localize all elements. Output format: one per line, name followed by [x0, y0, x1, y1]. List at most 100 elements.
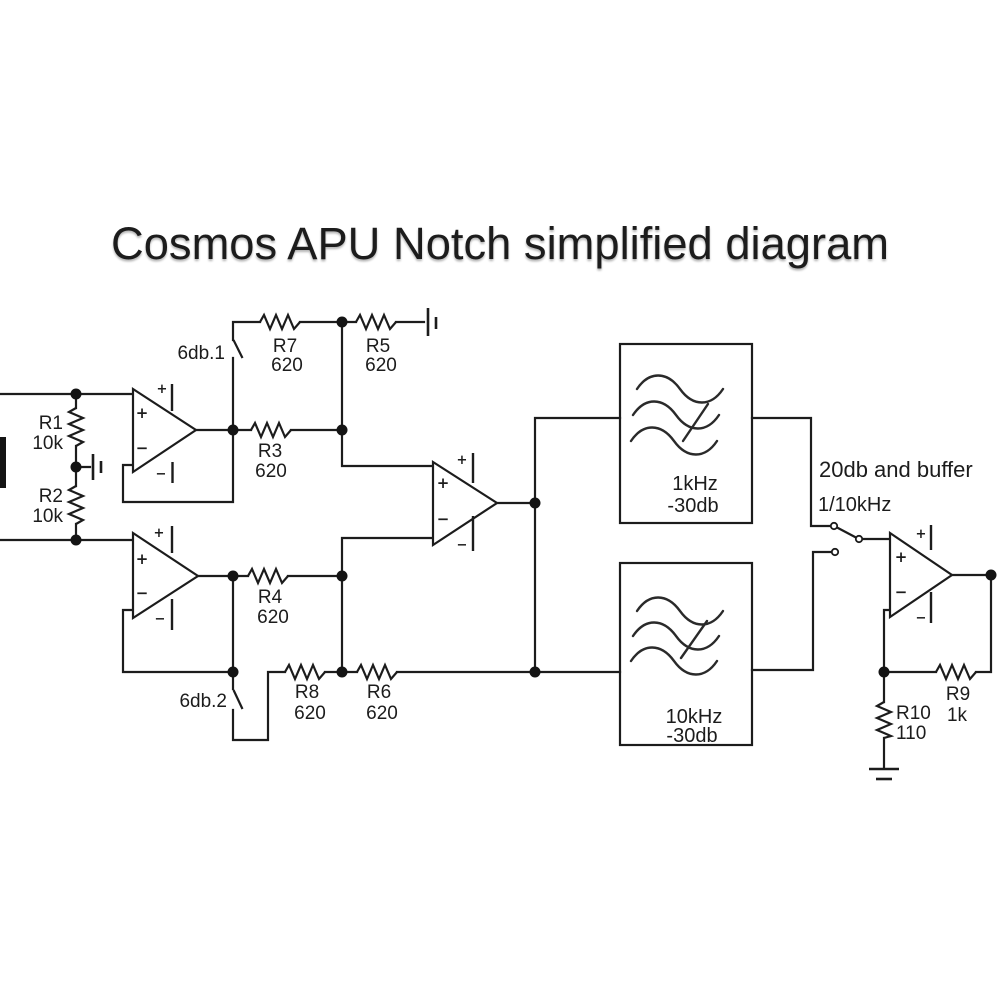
wire-output-stage	[882, 573, 993, 770]
resistor-value-label: 620	[271, 355, 303, 376]
resistor-ref-label: R7	[273, 336, 297, 357]
switch-blade	[836, 526, 857, 539]
filter-attenuation-label: -30db	[667, 495, 718, 517]
opamp-minus-input-mark: −	[437, 510, 450, 528]
junction-dot	[336, 666, 348, 678]
resistor-r3: R3 620	[250, 420, 292, 482]
opamp-plus-input-mark: +	[437, 474, 450, 492]
resistor-ref-label: R8	[295, 682, 319, 703]
opamp-vminus-mark: −	[916, 611, 927, 626]
switch-contact	[830, 547, 840, 557]
wire-top-row	[289, 320, 435, 468]
junction-dot	[985, 569, 997, 581]
switch-blade	[232, 339, 244, 359]
wire-opamp2-feedback	[121, 536, 435, 674]
band-stop-wave-icon	[629, 646, 719, 676]
junction-dot	[70, 388, 82, 400]
opamp-vplus-mark: +	[157, 382, 168, 397]
band-stop-wave-icon	[631, 400, 721, 430]
resistor-r6: R6 620	[356, 662, 398, 724]
junction-dot	[70, 534, 82, 546]
ground-icon	[91, 454, 103, 480]
resistor-ref-label: R5	[366, 336, 390, 357]
resistor-r8: R8 620	[284, 662, 326, 724]
opamp-triangle	[131, 530, 201, 621]
wire-filter-outputs	[750, 416, 892, 672]
filter-freq-label: 10kHz	[666, 706, 723, 728]
resistor-symbol	[935, 662, 977, 682]
band-stop-wave-icon	[635, 596, 725, 626]
junction-dot	[336, 424, 348, 436]
opamp-minus-input-mark: −	[136, 584, 149, 602]
opamp-1: + − + −	[131, 382, 198, 483]
resistor-symbol	[874, 701, 895, 740]
filter-freq-label: 1kHz	[672, 473, 718, 495]
input-connector	[0, 437, 6, 488]
resistor-ref-label: R3	[258, 441, 282, 462]
opamp-triangle	[431, 459, 500, 548]
ground-icon	[426, 308, 438, 336]
opamp-minus-input-mark: −	[136, 439, 149, 457]
filter-1khz: 1kHz -30db	[618, 342, 754, 525]
switch-contact	[829, 521, 839, 531]
resistor-ref-label: R10	[896, 703, 931, 724]
opamp-triangle	[131, 386, 198, 475]
opamp-2: + − + −	[131, 526, 201, 630]
opamp-vplus-mark: +	[457, 453, 468, 468]
junction-dot	[878, 666, 890, 678]
resistor-value-label: 10k	[32, 506, 63, 527]
resistor-symbol	[259, 312, 301, 332]
opamp-buffer: + − + −	[888, 525, 954, 626]
resistor-value-label: 110	[896, 723, 926, 744]
resistor-symbol	[250, 420, 292, 440]
wire-opamp1-feedback	[121, 320, 262, 504]
opamp-plus-input-mark: +	[136, 550, 149, 568]
filter-10khz: 10kHz -30db	[618, 561, 754, 747]
junction-dot	[336, 570, 348, 582]
resistor-r4: R4 620	[247, 566, 289, 628]
resistor-symbol	[247, 566, 289, 586]
wire-bottom-row	[231, 670, 622, 742]
opamp-3: + − + −	[431, 453, 500, 553]
opamp-vminus-mark: −	[457, 538, 468, 553]
junction-dots	[70, 316, 997, 678]
wire-mid-output	[495, 416, 622, 674]
filter-box	[618, 561, 754, 747]
resistor-r10: R10 110	[874, 701, 931, 744]
notch-slash-icon	[681, 402, 710, 443]
switch-label: 6db.1	[177, 343, 225, 364]
resistor-value-label: 620	[365, 355, 397, 376]
notch-slash-icon	[679, 619, 709, 660]
resistor-value-label: 620	[366, 703, 398, 724]
selector-switch	[829, 521, 864, 557]
opamp-plus-input-mark: +	[895, 548, 908, 566]
band-stop-wave-icon	[631, 621, 721, 651]
resistor-value-label: 620	[257, 607, 289, 628]
opamp-vminus-mark: −	[155, 612, 166, 627]
resistor-ref-label: R4	[258, 587, 283, 608]
resistor-symbol	[284, 662, 326, 682]
junction-dot	[227, 424, 239, 436]
resistor-ref-label: R6	[367, 682, 391, 703]
filter-box	[618, 342, 754, 525]
resistor-r7: R7 620	[259, 312, 303, 376]
diagram-title: Cosmos APU Notch simplified diagram	[111, 218, 889, 269]
band-stop-wave-icon	[629, 426, 719, 456]
opamp-vminus-mark: −	[156, 467, 167, 482]
opamp-minus-input-mark: −	[895, 583, 908, 601]
junction-dot	[227, 666, 239, 678]
opamp-vplus-mark: +	[916, 527, 927, 542]
ground-icon	[869, 767, 899, 781]
resistor-r1: R1 10k	[32, 407, 86, 454]
junction-dot	[529, 497, 541, 509]
filter-attenuation-label: -30db	[666, 725, 717, 747]
resistor-symbol	[355, 312, 397, 332]
switch-contact	[854, 534, 864, 544]
junction-dot	[336, 316, 348, 328]
resistor-value-label: 620	[294, 703, 326, 724]
resistor-r2: R2 10k	[32, 485, 86, 527]
resistor-r5: R5 620	[355, 312, 397, 376]
opamp-plus-input-mark: +	[136, 404, 149, 422]
resistor-symbol	[66, 485, 86, 525]
switch-blade	[232, 689, 244, 710]
